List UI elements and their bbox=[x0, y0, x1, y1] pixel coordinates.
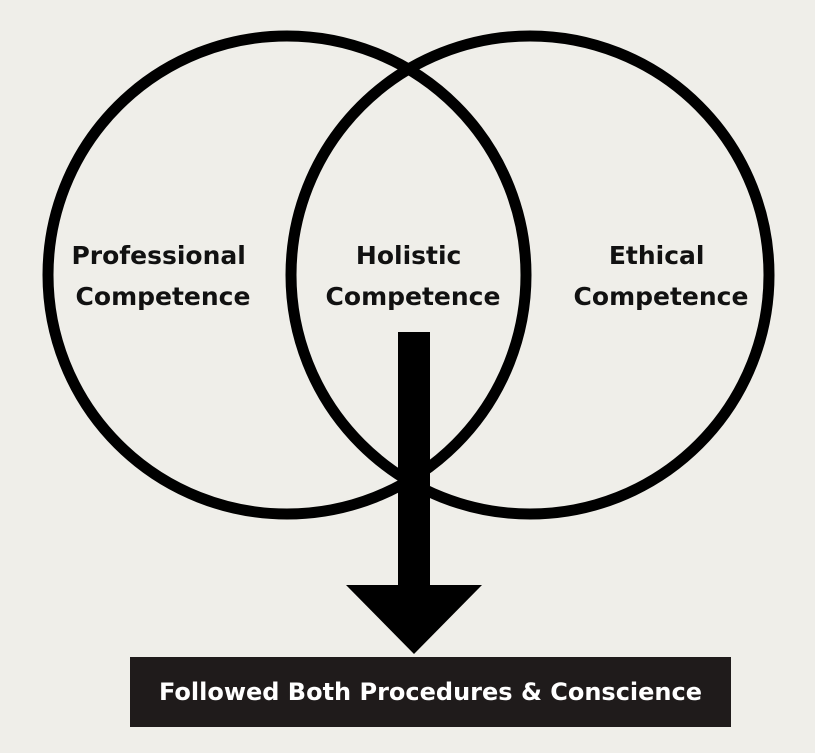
arrow-shaft bbox=[398, 332, 430, 587]
outcome-text: Followed Both Procedures & Conscience bbox=[158, 678, 703, 706]
left-label-line2: Competence bbox=[76, 282, 251, 311]
left-circle-label: Professional Competence bbox=[71, 241, 254, 311]
outcome-box: Followed Both Procedures & Conscience bbox=[130, 657, 731, 727]
left-circle bbox=[42, 30, 532, 520]
overlap-label-line1: Holistic bbox=[356, 241, 461, 270]
right-circle bbox=[285, 30, 775, 520]
left-label-line1: Professional bbox=[71, 241, 245, 270]
overlap-label-line2: Competence bbox=[326, 282, 501, 311]
right-circle-label: Ethical Competence bbox=[574, 241, 749, 311]
right-label-line1: Ethical bbox=[609, 241, 705, 270]
right-label-line2: Competence bbox=[574, 282, 749, 311]
arrow-head bbox=[346, 585, 482, 654]
overlap-label: Holistic Competence bbox=[326, 241, 501, 311]
down-arrow-icon bbox=[346, 332, 482, 654]
